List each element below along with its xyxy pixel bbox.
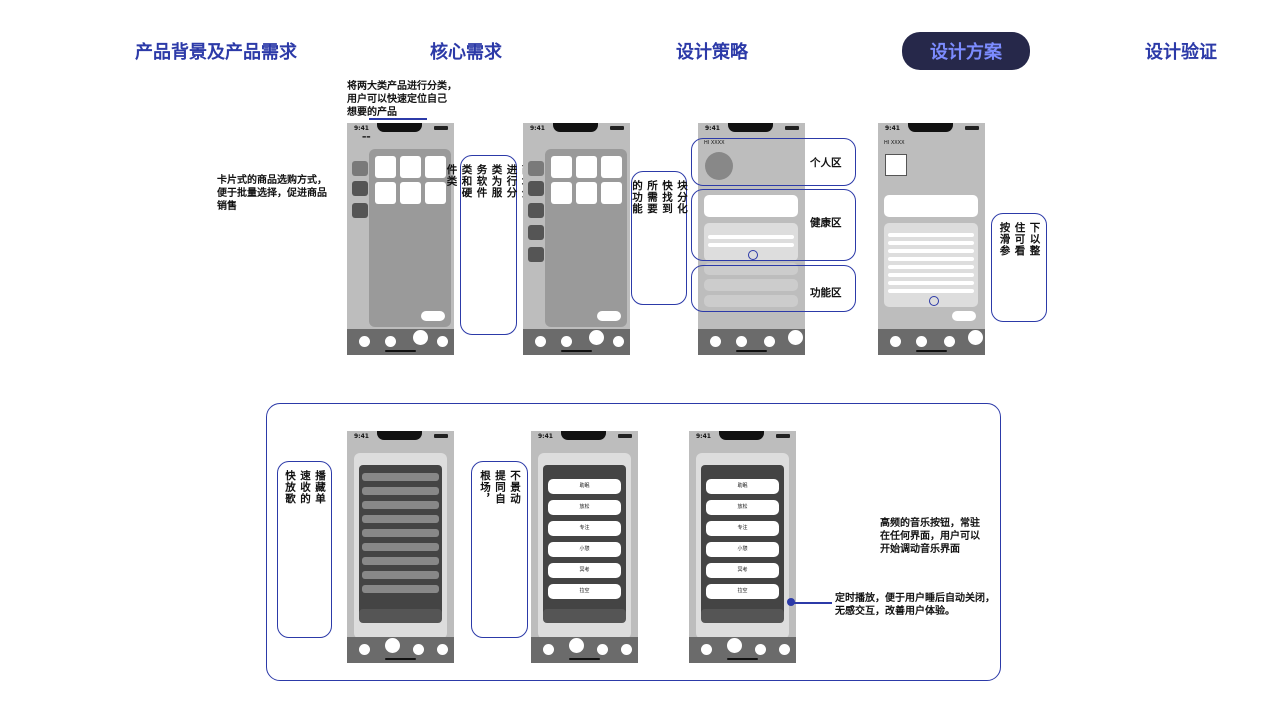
phone-music-list: 9:41 [347,431,454,663]
nav-strategy[interactable]: 设计策略 [676,42,748,63]
sleep-touch-point [929,296,939,306]
phone-sleep: 9:41 HI XXXX [878,123,985,355]
phone-personal: 9:41 HI XXXX [698,123,805,355]
phone-shop-2: 9:41 [523,123,630,355]
play-note: 播藏单速收的快放歌 [277,461,332,638]
phone-music-timer: 9:41 助眠 放松 专注 小憩 冥考 拉空 [689,431,796,663]
health-zone-label: 健康区 [810,217,842,229]
function-zone-label: 功能区 [810,287,842,299]
classify-note: 将两大类产品进行分类， 用户可以快速定位自己 想要的产品 [347,81,457,118]
press-note: 下以整住可看按滑参 [991,213,1047,322]
phone-shop: 9:41 ▬▬ [347,123,454,355]
music-button-note: 高频的音乐按钮，常驻 在任何界面，用户可以 开始调动音乐界面 [880,518,980,555]
mall-note: 商城分进行分类为服务软件类和硬件类 [446,155,533,335]
nav-background[interactable]: 产品背景及产品需求 [135,42,297,63]
timer-note: 定时播放，便于用户睡后自动关闭， 无感交互，改善用户体验。 [835,593,995,617]
classify-connector [369,118,427,120]
timer-connector [792,602,832,604]
nav-needs[interactable]: 核心需求 [430,42,502,63]
timer-dot [787,598,795,606]
health-zone-outline [691,189,856,261]
nav-validation[interactable]: 设计验证 [1145,42,1217,63]
music-section-outline [266,403,1001,681]
phone-music-scene: 9:41 助眠 放松 专注 小憩 冥考 拉空 [531,431,638,663]
personal-zone-outline [691,138,856,186]
function-zone-outline [691,265,856,312]
scene-note: 不景动提同自根场， [471,461,528,638]
card-note: 卡片式的商品选购方式， 便于批量选择，促进商品 销售 [217,175,327,212]
personal-zone-label: 个人区 [810,157,842,169]
nav-solution[interactable]: 设计方案 [902,32,1030,70]
block-note: 块分化快找到所需要的功能 [631,171,688,305]
health-touch-point [748,250,758,260]
